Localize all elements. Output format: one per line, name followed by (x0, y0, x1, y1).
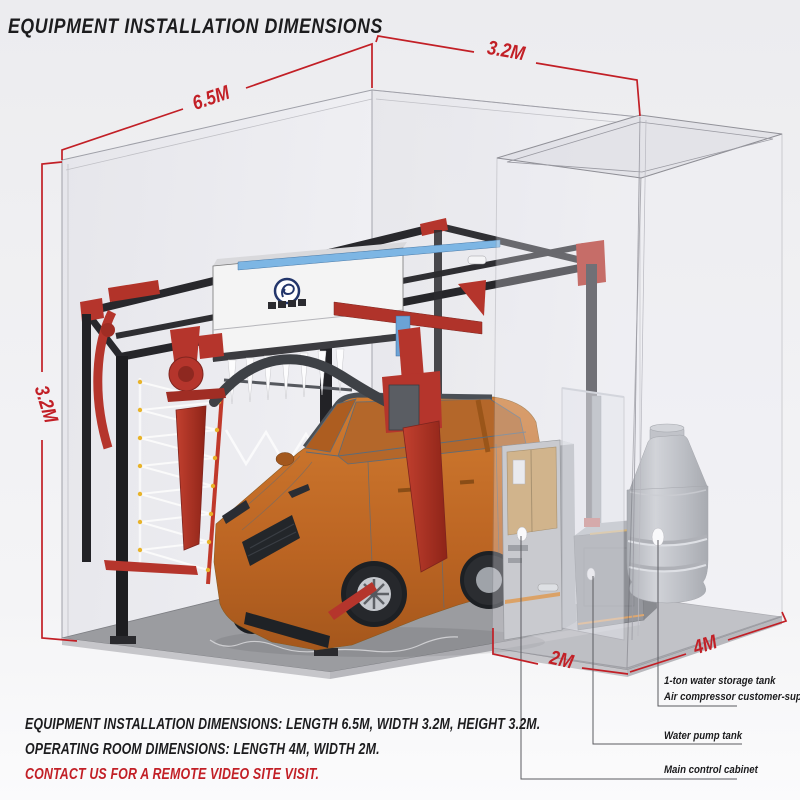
dim-label-room-width: 2M (547, 645, 576, 673)
roof-arm-blade (402, 420, 448, 573)
leader-control-cabinet (520, 536, 737, 780)
rail-nozzle (467, 255, 487, 265)
gantry-bracket-front-right (576, 240, 606, 286)
leader-water-tank (657, 540, 737, 707)
rail-gusset (458, 280, 486, 316)
footer-install-dims: EQUIPMENT INSTALLATION DIMENSIONS: LENGT… (25, 715, 540, 733)
gantry-post-front-left (116, 356, 128, 640)
machine-mount-left (198, 333, 224, 359)
gantry-post-back-left (82, 314, 91, 562)
page-title: EQUIPMENT INSTALLATION DIMENSIONS (8, 15, 383, 39)
dim-line-4m (629, 611, 788, 673)
led-strip (237, 239, 501, 271)
brand-logo-icon (273, 277, 301, 305)
wash-machine-unit (198, 239, 501, 656)
label-water-tank-line2: Air compressor customer-supplied, (663, 690, 800, 703)
lattice-nodes (137, 379, 222, 573)
gantry-bracket-top-left (108, 280, 160, 302)
label-control-cabinet: Main control cabinet (664, 763, 758, 776)
side-arm-blade (175, 405, 207, 551)
dim-line-6-5m (61, 42, 373, 160)
operating-room-right-wall (626, 133, 783, 669)
car-mirror (275, 452, 295, 466)
car (213, 392, 547, 651)
label-water-tank-line1: 1-ton water storage tank (664, 674, 777, 687)
car-headlight (222, 500, 250, 524)
car-roofline (303, 392, 493, 449)
side-spray-arm (93, 309, 226, 551)
wheel-blaster-front (328, 582, 377, 620)
car-windshield (304, 398, 357, 453)
gantry-crossbeam-right (437, 222, 589, 266)
label-pump-tank: Water pump tank (664, 729, 743, 742)
leader-pump-tank (592, 576, 742, 745)
dim-line-3-2m-left (41, 161, 78, 642)
leader-lines (520, 536, 742, 780)
roof-spray-arm (382, 371, 448, 573)
dim-line-3-2m-top (375, 35, 641, 117)
dim-line-2m (492, 628, 629, 675)
water-tank (626, 423, 709, 604)
operating-room (491, 114, 783, 669)
footer-room-dims: OPERATING ROOM DIMENSIONS: LENGTH 4M, WI… (25, 740, 380, 758)
roof-arm-sensor-box (388, 384, 420, 431)
lattice-rod (206, 393, 224, 585)
dimension-lines (41, 35, 788, 675)
wheel-blaster-left (104, 560, 198, 575)
operating-room-left-wall (491, 157, 642, 669)
footer-contact: CONTACT US FOR A REMOTE VIDEO SITE VISIT… (25, 765, 319, 783)
brand-wordmark (268, 299, 306, 309)
car-grille (242, 515, 300, 566)
